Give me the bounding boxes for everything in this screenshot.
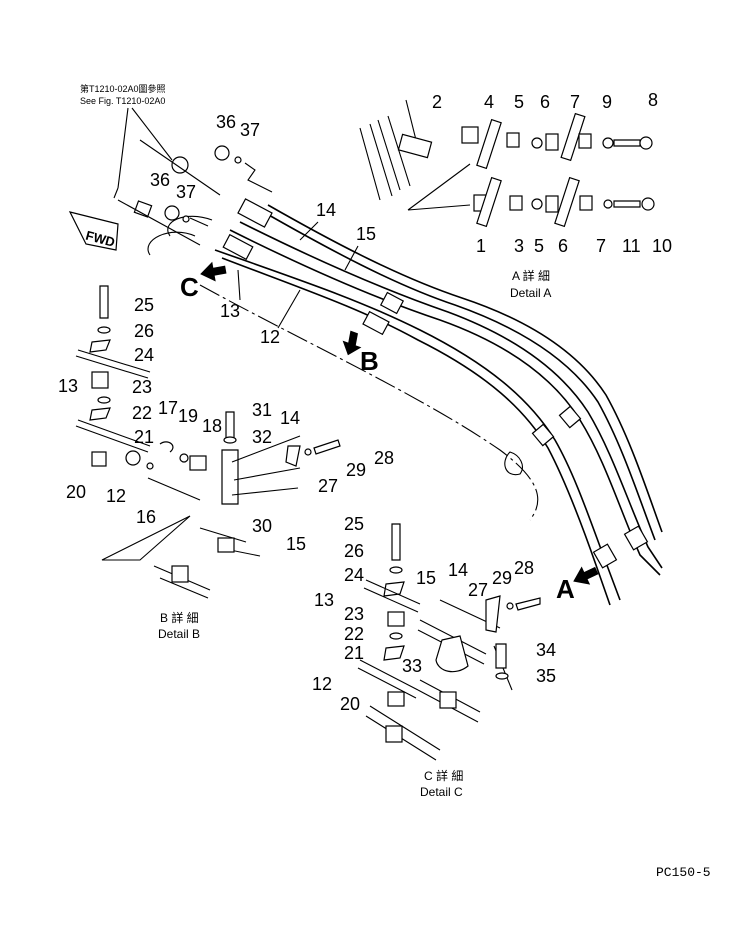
main-leader-lines (237, 221, 359, 329)
detail-b-callout-13: 13 (58, 376, 78, 396)
callout-13-main: 13 (220, 301, 240, 321)
callout-12-main: 12 (260, 327, 280, 347)
line-clamps (222, 198, 649, 569)
detail-b-callout-31: 31 (252, 400, 272, 420)
detail-b-callout-12: 12 (106, 486, 126, 506)
detail-c-callout-14: 14 (448, 560, 468, 580)
detail-b-illustration (75, 285, 341, 599)
detail-a-callout-10: 10 (652, 236, 672, 256)
detail-b-callout-26: 26 (134, 321, 154, 341)
callout-15-main: 15 (356, 224, 376, 244)
detail-b-callout-22: 22 (132, 403, 152, 423)
note-leader-lines (113, 107, 173, 199)
detail-a-callout-6: 6 (540, 92, 550, 112)
view-letter-b: B (360, 346, 379, 376)
view-letter-a: A (556, 574, 575, 604)
detail-b-callout-16: 16 (136, 507, 156, 527)
view-arrow-a: A (556, 566, 599, 604)
detail-c-callout-22: 22 (344, 624, 364, 644)
callout-36-mid: 36 (150, 170, 170, 190)
main-fittings (117, 139, 273, 246)
detail-c-callout-21: 21 (344, 643, 364, 663)
detail-a-callout-2: 2 (432, 92, 442, 112)
detail-b-callout-17: 17 (158, 398, 178, 418)
detail-b-callout-21: 21 (134, 427, 154, 447)
detail-b-callout-15: 15 (286, 534, 306, 554)
detail-b-title-en: Detail B (158, 627, 200, 641)
detail-c-callout-12: 12 (312, 674, 332, 694)
detail-c-callout-35: 35 (536, 666, 556, 686)
detail-c-title-en: Detail C (420, 785, 463, 799)
detail-c-callout-13: 13 (314, 590, 334, 610)
detail-a-callout-7: 7 (570, 92, 580, 112)
hydraulic-hoses (214, 204, 663, 606)
detail-a-callout-11: 11 (622, 236, 641, 256)
detail-b-callout-19: 19 (178, 406, 198, 426)
detail-c-callout-23: 23 (344, 604, 364, 624)
callout-37-mid: 37 (176, 182, 196, 202)
detail-b-callout-29: 29 (346, 460, 366, 480)
view-letter-c: C (180, 272, 199, 302)
detail-a-illustration (359, 99, 655, 228)
forward-direction-arrow: FWD (68, 211, 119, 251)
detail-c-callout-29: 29 (492, 568, 512, 588)
detail-a-callout-8: 8 (648, 90, 658, 110)
fwd-label: FWD (84, 228, 116, 250)
detail-c-callout-27: 27 (468, 580, 488, 600)
callout-14-main: 14 (316, 200, 336, 220)
detail-a-callout-5b: 5 (534, 236, 544, 256)
detail-b-callout-28: 28 (374, 448, 394, 468)
detail-a-callout-4: 4 (484, 92, 494, 112)
detail-b-callout-18: 18 (202, 416, 222, 436)
detail-b-callout-32: 32 (252, 427, 272, 447)
cross-reference-note-jp: 第T1210-02A0圖參照 (80, 83, 166, 94)
detail-c-callout-28: 28 (514, 558, 534, 578)
detail-c-callout-20: 20 (340, 694, 360, 714)
detail-c-callout-33: 33 (402, 656, 422, 676)
detail-b-callout-20: 20 (66, 482, 86, 502)
detail-b-callout-23: 23 (132, 377, 152, 397)
detail-c-callout-25: 25 (344, 514, 364, 534)
view-arrow-c: C (180, 261, 227, 302)
callout-36-top: 36 (216, 112, 236, 132)
detail-b-callout-14: 14 (280, 408, 300, 428)
detail-c-callout-24: 24 (344, 565, 364, 585)
detail-b-callout-30: 30 (252, 516, 272, 536)
detail-a-title-en: Detail A (510, 286, 551, 300)
detail-c-callout-15: 15 (416, 568, 436, 588)
detail-b-callout-25: 25 (134, 295, 154, 315)
detail-a-callout-1: 1 (476, 236, 486, 256)
detail-a-callout-5: 5 (514, 92, 524, 112)
detail-a-callout-6b: 6 (558, 236, 568, 256)
detail-c-illustration (357, 523, 541, 761)
cross-reference-note-en: See Fig. T1210-02A0 (80, 96, 165, 106)
detail-b-callout-27: 27 (318, 476, 338, 496)
detail-c-callout-26: 26 (344, 541, 364, 561)
detail-c-title-jp: C 詳 細 (424, 768, 463, 783)
detail-a-callout-9: 9 (602, 92, 612, 112)
callout-37-top: 37 (240, 120, 260, 140)
boom-outline (147, 215, 539, 521)
detail-a-callout-3: 3 (514, 236, 524, 256)
detail-b-title-jp: B 詳 細 (160, 610, 199, 625)
detail-a-title-jp: A 詳 細 (512, 268, 550, 283)
detail-a-callout-7b: 7 (596, 236, 606, 256)
detail-b-callout-24: 24 (134, 345, 154, 365)
detail-c-callout-34: 34 (536, 640, 556, 660)
view-arrow-b: B (342, 330, 379, 376)
model-code: PC150-5 (656, 865, 711, 880)
